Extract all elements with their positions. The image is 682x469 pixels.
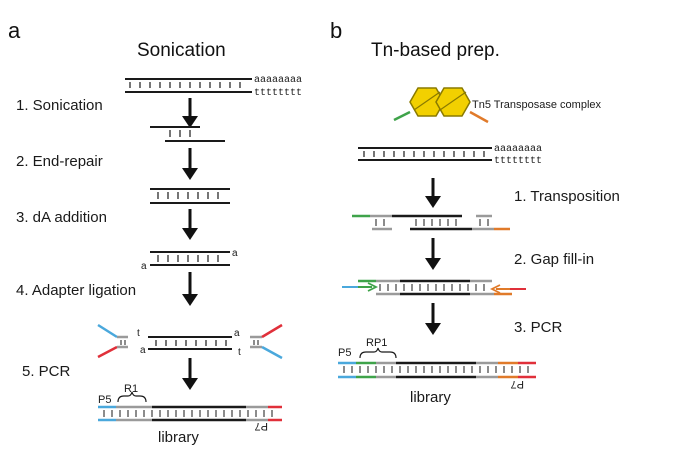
down-arrow	[425, 178, 441, 208]
library-label-b: library	[410, 389, 451, 406]
p7-label-b: P7	[511, 378, 524, 390]
step-gap-fill-in: 2. Gap fill-in	[514, 251, 594, 268]
step-pcr-b: 3. PCR	[514, 319, 563, 336]
gap-filled-dna	[342, 279, 526, 296]
down-arrow	[182, 209, 198, 240]
da-tailed-dna	[150, 251, 230, 266]
step-adapter-ligation: 4. Adapter ligation	[16, 282, 136, 299]
panel-b-letter: b	[330, 18, 342, 43]
down-arrow	[182, 272, 198, 306]
polyt-tail-b: tttttttt	[494, 156, 542, 167]
panel-b-title: Tn-based prep.	[371, 40, 500, 61]
tn5-transposase-icon	[393, 87, 489, 124]
r1-label-a: R1	[124, 383, 138, 395]
down-arrow	[425, 238, 441, 270]
p5-label-a: P5	[98, 394, 111, 406]
a-overhang-left-bottom: a	[140, 345, 146, 356]
end-repaired-dna	[150, 188, 230, 204]
adapter-ligation-diagram	[97, 323, 283, 360]
down-arrow	[182, 148, 198, 180]
down-arrow	[182, 98, 198, 128]
a-overhang-right: a	[232, 248, 238, 259]
polyt-tail-a: tttttttt	[254, 88, 302, 99]
library-a-duplex	[98, 391, 282, 422]
step-transposition: 1. Transposition	[514, 188, 620, 205]
rp1-label-b: RP1	[366, 337, 387, 349]
library-b-duplex	[338, 347, 536, 379]
panel-a-letter: a	[8, 18, 21, 43]
genomic-dna-duplex	[125, 78, 252, 93]
down-arrow	[182, 358, 198, 390]
panel-a-title: Sonication	[137, 40, 226, 61]
step-sonication: 1. Sonication	[16, 97, 103, 114]
p7-label-a: P7	[255, 420, 268, 432]
polya-tail-b: aaaaaaaa	[494, 144, 542, 155]
tn5-label: Tn5 Transposase complex	[472, 99, 602, 111]
down-arrow	[425, 303, 441, 335]
step-end-repair: 2. End-repair	[16, 153, 103, 170]
t-overhang-right-bottom: t	[238, 347, 241, 358]
fragmented-dna	[150, 126, 225, 142]
transposed-fragments	[352, 214, 510, 231]
a-overhang-right-top: a	[234, 328, 240, 339]
library-label-a: library	[158, 429, 199, 446]
polya-tail-a: aaaaaaaa	[254, 75, 302, 86]
step-pcr-a: 5. PCR	[22, 363, 71, 380]
genomic-dna-duplex-b	[358, 147, 492, 161]
t-overhang-left-top: t	[137, 328, 140, 339]
p5-label-b: P5	[338, 347, 351, 359]
step-da-addition: 3. dA addition	[16, 209, 107, 226]
a-overhang-left: a	[141, 261, 147, 272]
